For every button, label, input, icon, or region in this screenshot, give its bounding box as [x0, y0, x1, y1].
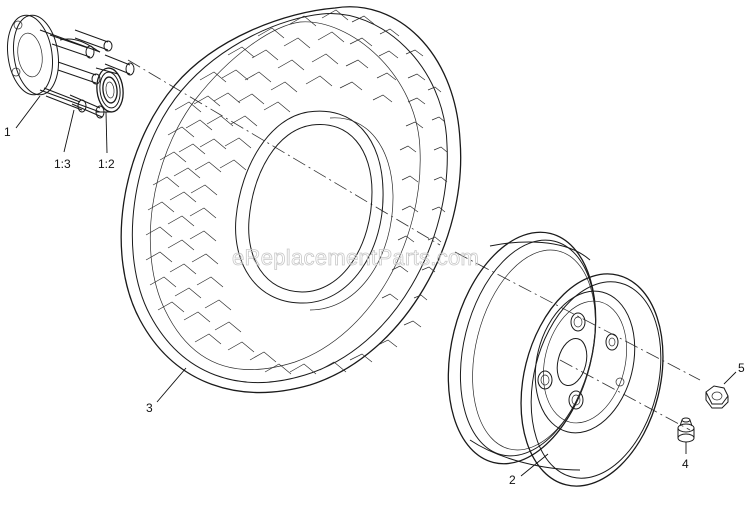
tread-pattern	[145, 9, 448, 375]
watermark: eReplacementParts.com	[232, 245, 479, 270]
callout-labels: 1 1:3 1:2 3 2 4 5	[4, 125, 745, 487]
lug-bosses	[537, 312, 625, 410]
lug-nut[interactable]	[705, 385, 729, 409]
assembly-centerline	[127, 59, 701, 431]
valve-stem[interactable]	[677, 417, 695, 443]
hub-assembly[interactable]	[3, 12, 135, 119]
callout-valve-stem: 4	[682, 457, 689, 471]
leader-lines	[15, 95, 737, 477]
tire[interactable]	[120, 6, 462, 394]
bearing[interactable]	[95, 67, 125, 113]
callout-tire: 3	[146, 401, 153, 415]
callout-hub-part-3: 1:3	[54, 157, 71, 171]
callout-wheel-rim: 2	[509, 473, 516, 487]
callout-lug-nut: 5	[738, 361, 745, 375]
callout-hub-part-2: 1:2	[98, 157, 115, 171]
wheel-rim[interactable]	[426, 217, 685, 502]
callout-hub: 1	[4, 125, 11, 139]
